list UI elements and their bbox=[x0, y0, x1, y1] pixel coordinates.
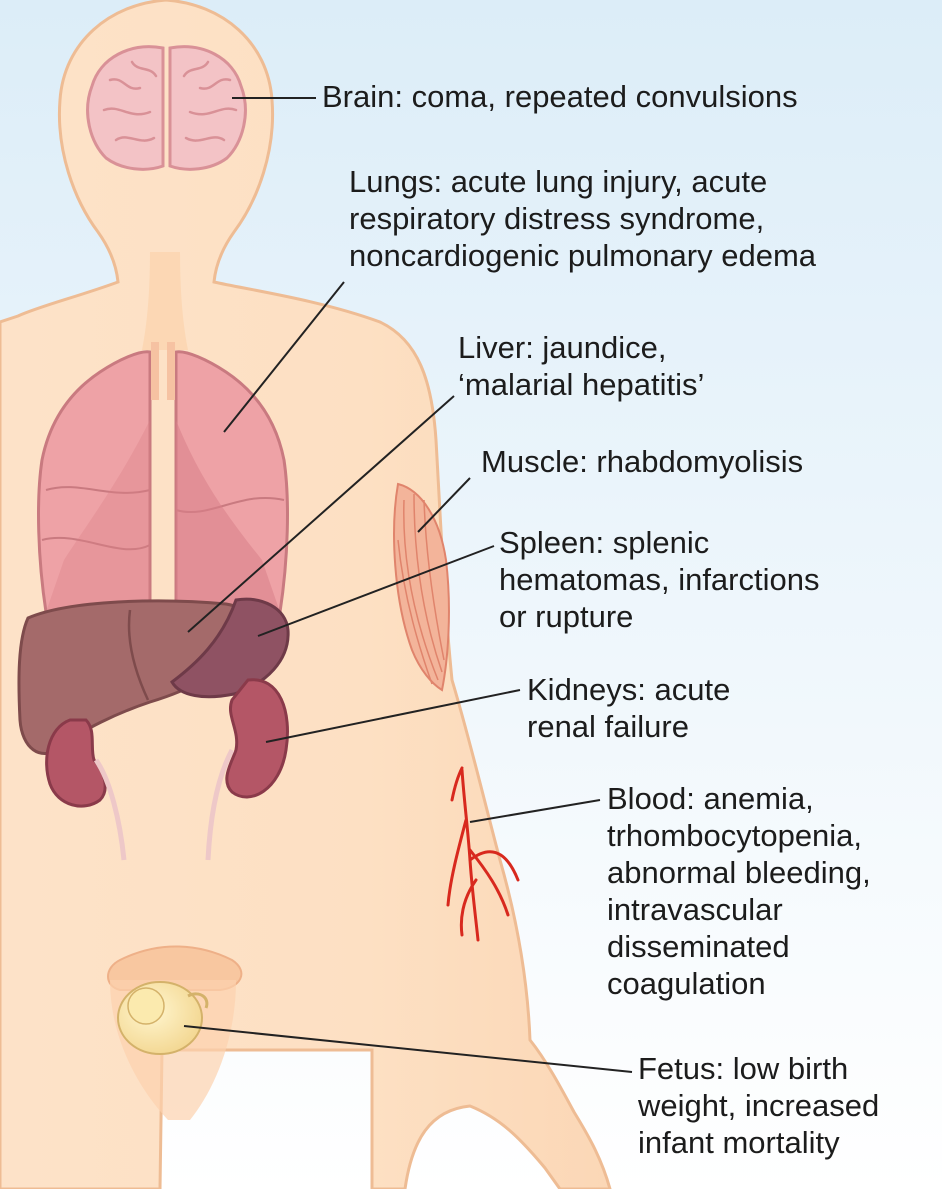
fetus-label-line: infant mortality bbox=[638, 1124, 879, 1161]
brain-label: Brain: coma, repeated convulsions bbox=[322, 78, 798, 115]
liver-label-line: Liver: jaundice, bbox=[458, 329, 704, 366]
blood-label-line: intravascular bbox=[607, 891, 871, 928]
liver-label: Liver: jaundice, ‘malarial hepatitis’ bbox=[458, 329, 704, 403]
fetus-label-line: weight, increased bbox=[638, 1087, 879, 1124]
lungs-label-line: noncardiogenic pulmonary edema bbox=[349, 237, 816, 274]
blood-label: Blood: anemia, trhombocytopenia, abnorma… bbox=[607, 780, 871, 1002]
blood-label-line: trhombocytopenia, bbox=[607, 817, 871, 854]
kidneys-label: Kidneys: acute renal failure bbox=[527, 671, 730, 745]
blood-label-line: coagulation bbox=[607, 965, 871, 1002]
spleen-label-line: hematomas, infarctions bbox=[499, 561, 819, 598]
lungs-label-line: respiratory distress syndrome, bbox=[349, 200, 816, 237]
fetus-label: Fetus: low birth weight, increased infan… bbox=[638, 1050, 879, 1161]
lungs-label: Lungs: acute lung injury, acute respirat… bbox=[349, 163, 816, 274]
lungs-label-line: Lungs: acute lung injury, acute bbox=[349, 163, 816, 200]
blood-label-line: abnormal bleeding, bbox=[607, 854, 871, 891]
spleen-label-line: Spleen: splenic bbox=[499, 524, 819, 561]
spleen-label: Spleen: splenic hematomas, infarctions o… bbox=[499, 524, 819, 635]
spleen-label-line: or rupture bbox=[499, 598, 819, 635]
kidneys-label-line: renal failure bbox=[527, 708, 730, 745]
kidneys-label-line: Kidneys: acute bbox=[527, 671, 730, 708]
brain-label-line: Brain: coma, repeated convulsions bbox=[322, 78, 798, 115]
blood-label-line: Blood: anemia, bbox=[607, 780, 871, 817]
blood-label-line: disseminated bbox=[607, 928, 871, 965]
liver-label-line: ‘malarial hepatitis’ bbox=[458, 366, 704, 403]
fetus-label-line: Fetus: low birth bbox=[638, 1050, 879, 1087]
muscle-label-line: Muscle: rhabdomyolisis bbox=[481, 443, 803, 480]
muscle-label: Muscle: rhabdomyolisis bbox=[481, 443, 803, 480]
